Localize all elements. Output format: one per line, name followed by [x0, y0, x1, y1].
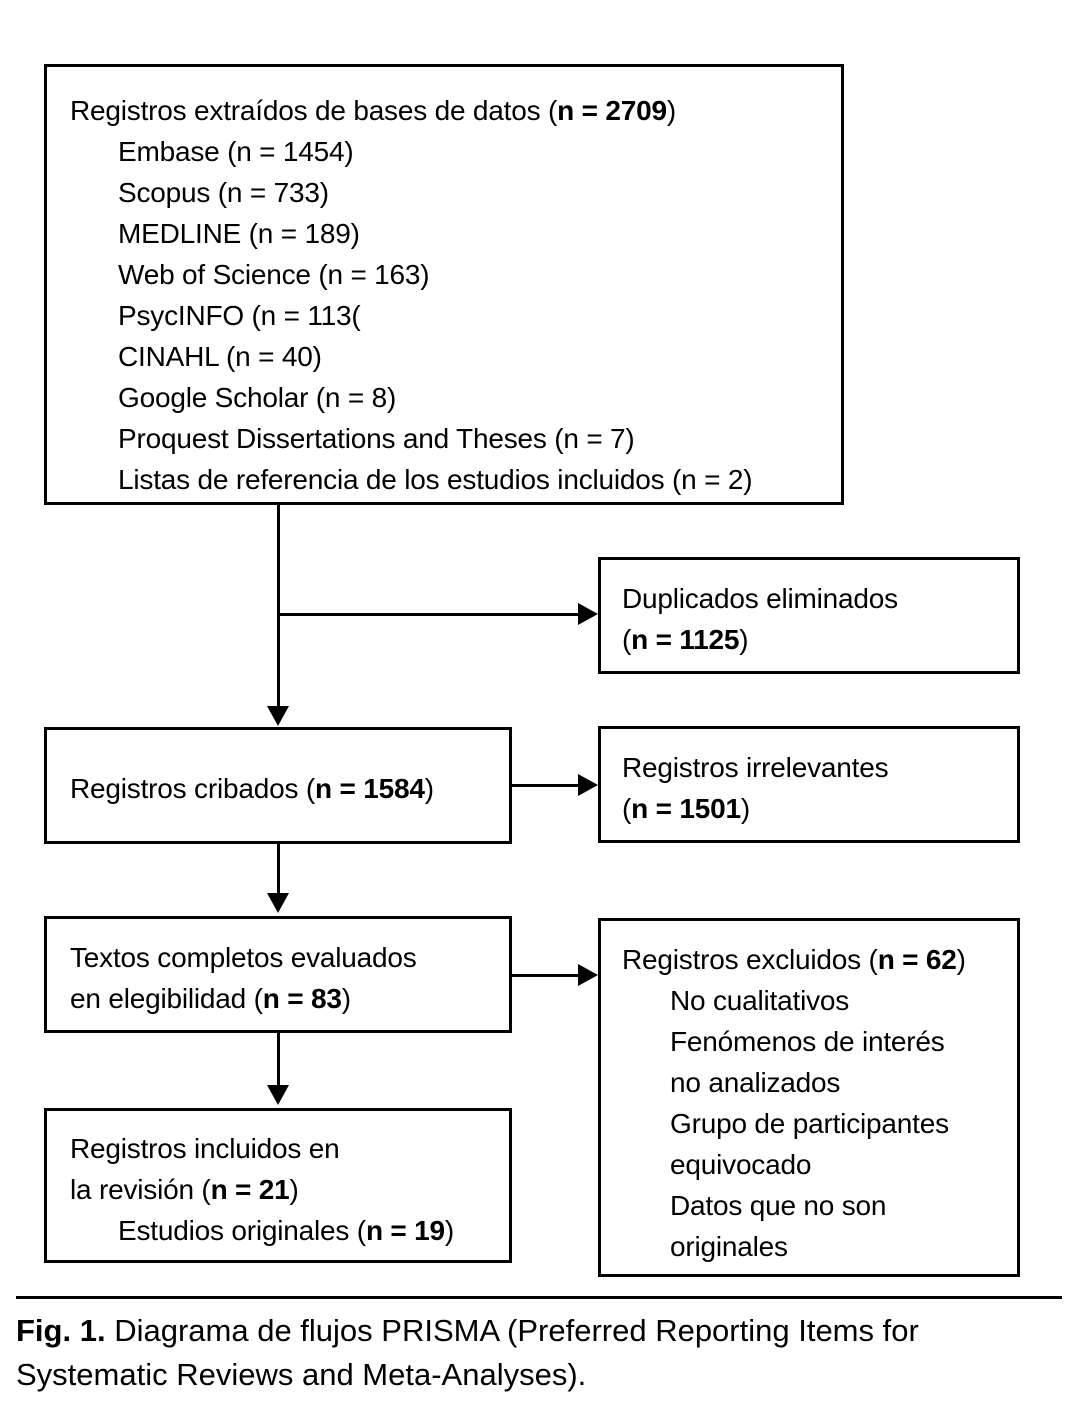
arrow-screening-to-eligibility: [267, 893, 289, 913]
originals-prefix: Estudios originales (: [118, 1215, 366, 1246]
arrow-eligibility-to-included: [267, 1085, 289, 1105]
records-identified-heading-suffix: ): [666, 95, 676, 126]
eligibility-suffix: ): [341, 983, 351, 1014]
source-text: Embase (n = 1454): [118, 136, 354, 167]
box-records-irrelevant: [598, 726, 1020, 843]
arrow-identification-to-screening: [267, 706, 289, 726]
box-duplicates-removed: [598, 557, 1020, 674]
source-text: Google Scholar (n = 8): [118, 382, 397, 413]
excluded-suffix: ): [956, 944, 966, 975]
box-records-screened: [44, 727, 512, 844]
connector-screening-to-eligibility: [277, 844, 280, 895]
source-line-medline: MEDLINE (n = 189): [70, 213, 830, 254]
source-text: Scopus (n = 733): [118, 177, 329, 208]
arrow-to-duplicates: [578, 603, 598, 625]
paren-open: (: [622, 793, 632, 824]
box-records-excluded: [598, 918, 1020, 1277]
included-label: Registros incluidos en: [70, 1133, 340, 1164]
connector-to-excluded: [512, 974, 581, 977]
excluded-reason-2: Fenómenos de interés: [622, 1021, 1012, 1062]
paren-open: (: [622, 624, 632, 655]
included-line-3-original-studies: Estudios originales (n = 19): [70, 1210, 500, 1251]
reason-text: Fenómenos de interés: [670, 1026, 945, 1057]
records-screened-label: Registros cribados (n = 1584): [70, 768, 500, 809]
source-text: PsycINFO (n = 113(: [118, 300, 361, 331]
included-line-2: la revisión (n = 21): [70, 1169, 500, 1210]
paren-close: ): [740, 793, 750, 824]
connector-identification-to-screening: [277, 505, 280, 708]
source-line-psycinfo: PsycINFO (n = 113(: [70, 295, 830, 336]
reason-text: No cualitativos: [670, 985, 850, 1016]
eligibility-label: Textos completos evaluados: [70, 942, 417, 973]
excluded-reason-5: equivocado: [622, 1144, 1012, 1185]
source-line-cinahl: CINAHL (n = 40): [70, 336, 830, 377]
included-suffix: ): [289, 1174, 299, 1205]
reason-text: Grupo de participantes: [670, 1108, 949, 1139]
screened-suffix: ): [424, 773, 434, 804]
arrow-to-irrelevant: [578, 774, 598, 796]
box-records-identified: [44, 64, 844, 505]
irrelevant-label: Registros irrelevantes: [622, 752, 889, 783]
eligibility-prefix: en elegibilidad (: [70, 983, 263, 1014]
figure-caption: Fig. 1. Diagrama de flujos PRISMA (Prefe…: [16, 1309, 1066, 1397]
box-full-text-assessed: [44, 916, 512, 1033]
connector-to-irrelevant: [512, 784, 581, 787]
reason-text: equivocado: [670, 1149, 812, 1180]
source-line-web-of-science: Web of Science (n = 163): [70, 254, 830, 295]
duplicates-count: (n = 1125): [622, 619, 1012, 660]
irrelevant-n: n = 1501: [631, 793, 741, 824]
reason-text: no analizados: [670, 1067, 841, 1098]
irrelevant-line-1: Registros irrelevantes: [622, 747, 1012, 788]
excluded-prefix: Registros excluidos (: [622, 944, 878, 975]
included-line-1: Registros incluidos en: [70, 1128, 500, 1169]
paren-close: ): [739, 624, 749, 655]
screened-n: n = 1584: [314, 773, 425, 804]
source-line-embase: Embase (n = 1454): [70, 131, 830, 172]
reason-text: Datos que no son: [670, 1190, 887, 1221]
arrow-to-excluded: [578, 964, 598, 986]
excluded-reason-1: No cualitativos: [622, 980, 1012, 1021]
included-n: n = 21: [210, 1174, 290, 1205]
excluded-reason-4: Grupo de participantes: [622, 1103, 1012, 1144]
excluded-heading: Registros excluidos (n = 62): [622, 939, 1012, 980]
records-identified-heading-prefix: Registros extraídos de bases de datos (: [70, 95, 558, 126]
source-line-reference-lists: Listas de referencia de los estudios inc…: [70, 459, 830, 500]
excluded-reason-6: Datos que no son: [622, 1185, 1012, 1226]
source-line-google-scholar: Google Scholar (n = 8): [70, 377, 830, 418]
figure-caption-text: Diagrama de flujos PRISMA (Preferred Rep…: [16, 1313, 919, 1392]
source-text: Listas de referencia de los estudios inc…: [118, 464, 753, 495]
caption-divider: [16, 1296, 1062, 1299]
box-records-included: [44, 1108, 512, 1263]
source-text: Web of Science (n = 163): [118, 259, 430, 290]
figure-label: Fig. 1.: [16, 1313, 106, 1348]
source-text: Proquest Dissertations and Theses (n = 7…: [118, 423, 635, 454]
source-line-scopus: Scopus (n = 733): [70, 172, 830, 213]
excluded-reason-7: originales: [622, 1226, 1012, 1267]
connector-to-duplicates: [277, 613, 581, 616]
records-identified-heading: Registros extraídos de bases de datos (n…: [70, 90, 830, 131]
included-prefix: la revisión (: [70, 1174, 211, 1205]
reason-text: originales: [670, 1231, 788, 1262]
source-text: MEDLINE (n = 189): [118, 218, 360, 249]
excluded-n: n = 62: [877, 944, 957, 975]
screened-prefix: Registros cribados (: [70, 773, 315, 804]
connector-eligibility-to-included: [277, 1033, 280, 1087]
duplicates-n: n = 1125: [631, 624, 740, 655]
duplicates-label: Duplicados eliminados: [622, 583, 898, 614]
eligibility-line-2: en elegibilidad (n = 83): [70, 978, 500, 1019]
originals-n: n = 19: [365, 1215, 445, 1246]
source-line-proquest: Proquest Dissertations and Theses (n = 7…: [70, 418, 830, 459]
eligibility-n: n = 83: [262, 983, 342, 1014]
eligibility-line-1: Textos completos evaluados: [70, 937, 500, 978]
irrelevant-count: (n = 1501): [622, 788, 1012, 829]
duplicates-line-1: Duplicados eliminados: [622, 578, 1012, 619]
records-identified-total: n = 2709: [557, 95, 667, 126]
originals-suffix: ): [444, 1215, 455, 1246]
excluded-reason-3: no analizados: [622, 1062, 1012, 1103]
source-text: CINAHL (n = 40): [118, 341, 322, 372]
